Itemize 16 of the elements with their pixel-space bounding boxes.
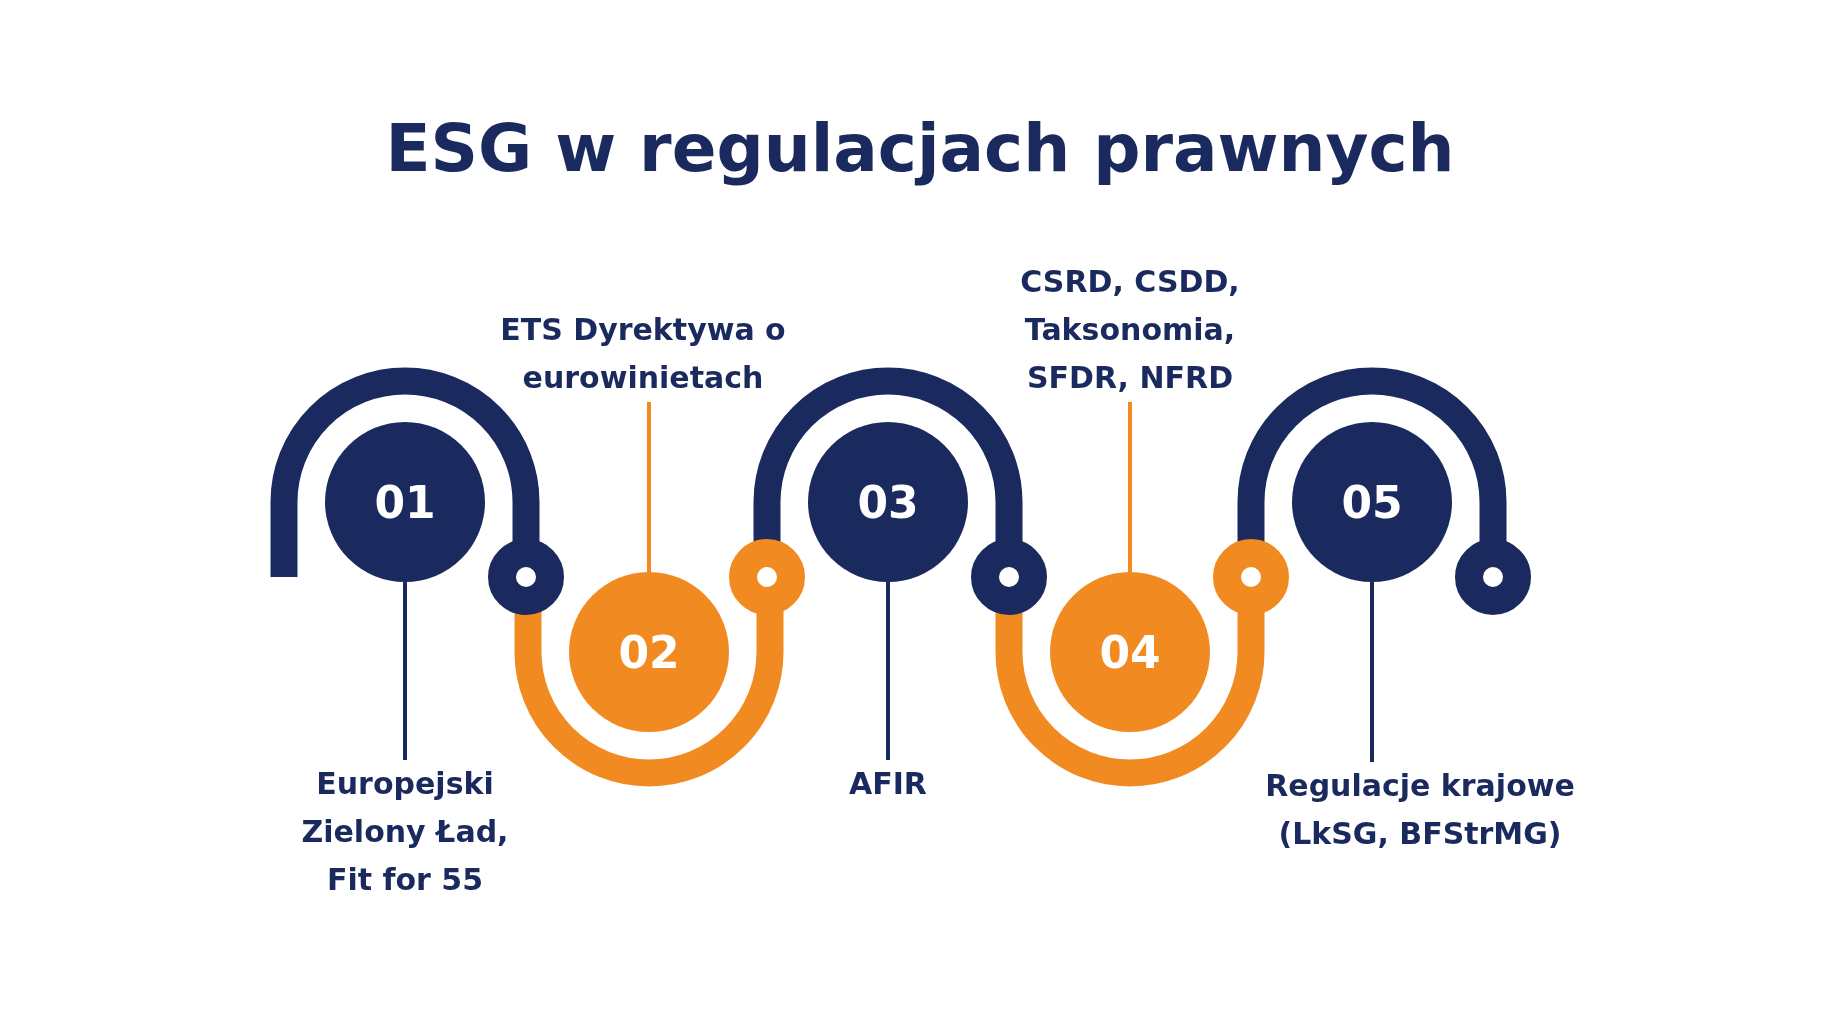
leader-line	[1128, 402, 1132, 572]
regulation-label: Europejski Zielony Ład, Fit for 55	[290, 760, 520, 904]
regulation-label: CSRD, CSDD, Taksonomia, SFDR, NFRD	[970, 258, 1290, 402]
leader-line	[403, 582, 407, 760]
title: ESG w regulacjach prawnych	[384, 110, 1456, 187]
step-circle: 02	[569, 572, 729, 732]
step-circle: 01	[325, 422, 485, 582]
step-circle: 05	[1292, 422, 1452, 582]
step-circle: 03	[808, 422, 968, 582]
regulation-label: ETS Dyrektywa o eurowinietach	[483, 306, 803, 402]
step-circle: 04	[1050, 572, 1210, 732]
regulation-label: AFIR	[728, 760, 1048, 808]
leader-line	[1370, 582, 1374, 762]
leader-line	[886, 582, 890, 760]
leader-line	[647, 402, 651, 572]
regulation-label: Regulacje krajowe (LkSG, BFStrMG)	[1240, 762, 1600, 858]
